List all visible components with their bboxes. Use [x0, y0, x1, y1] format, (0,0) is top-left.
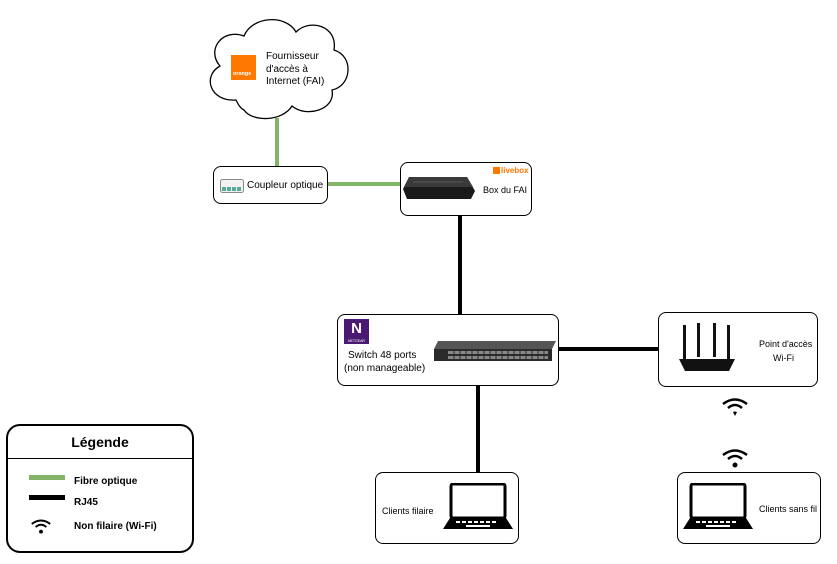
optical-coupler-icon	[220, 179, 244, 193]
orange-logo-icon: orange	[231, 55, 256, 80]
legend-rj45-swatch	[29, 495, 65, 500]
livebox-logo-icon	[493, 167, 500, 174]
legend-fiber-label: Fibre optique	[74, 476, 138, 487]
legend-wifi-label: Non filaire (Wi-Fi)	[74, 521, 157, 532]
isp-label: Fournisseur d'accès à Internet (FAI)	[266, 51, 325, 87]
orange-logo-text: orange	[233, 71, 252, 77]
coupler-node: Coupleur optique	[213, 166, 328, 204]
access-point-label-line1: Point d'accès	[759, 339, 813, 349]
wifi-signal-icon	[722, 449, 748, 468]
netgear-logo-letter: N	[351, 320, 362, 337]
legend-title: Légende	[71, 434, 129, 450]
netgear-logo-icon: N NETGEAR	[344, 319, 369, 344]
isp-box-node: livebox Box du FAI	[400, 162, 532, 216]
legend-panel: Légende Fibre optique RJ45 Non filaire (…	[6, 424, 194, 553]
wifi-signal-icon	[722, 398, 748, 416]
laptop-icon	[443, 483, 513, 529]
laptop-icon	[683, 483, 753, 529]
access-point-label-line2: Wi-Fi	[773, 353, 794, 363]
switch-node: N NETGEAR Switch 48 ports (non manageabl…	[337, 314, 559, 386]
switch-label-line1: Switch 48 ports	[348, 350, 417, 361]
wired-clients-node: Clients filaire	[375, 472, 519, 544]
access-point-node: Point d'accès Wi-Fi	[658, 312, 818, 387]
cloud-shape	[209, 19, 349, 120]
isp-box-label: Box du FAI	[483, 185, 528, 195]
wifi-router-icon	[679, 323, 735, 371]
isp-cloud: orange Fournisseur d'accès à Internet (F…	[196, 10, 356, 126]
wireless-clients-label: Clients sans fil	[759, 504, 818, 514]
wired-clients-label: Clients filaire	[382, 506, 434, 516]
wifi-signal-icon	[31, 519, 51, 534]
netgear-logo-text: NETGEAR	[348, 339, 365, 343]
coupler-label: Coupleur optique	[247, 180, 324, 191]
router-box-icon	[403, 177, 475, 199]
switch-label-line2: (non manageable)	[344, 363, 426, 374]
livebox-brand: livebox	[501, 166, 529, 175]
legend-divider	[8, 458, 192, 459]
legend-fiber-swatch	[29, 475, 65, 480]
network-switch-icon	[434, 341, 556, 361]
legend-rj45-label: RJ45	[74, 497, 98, 508]
wireless-clients-node: Clients sans fil	[677, 472, 821, 544]
